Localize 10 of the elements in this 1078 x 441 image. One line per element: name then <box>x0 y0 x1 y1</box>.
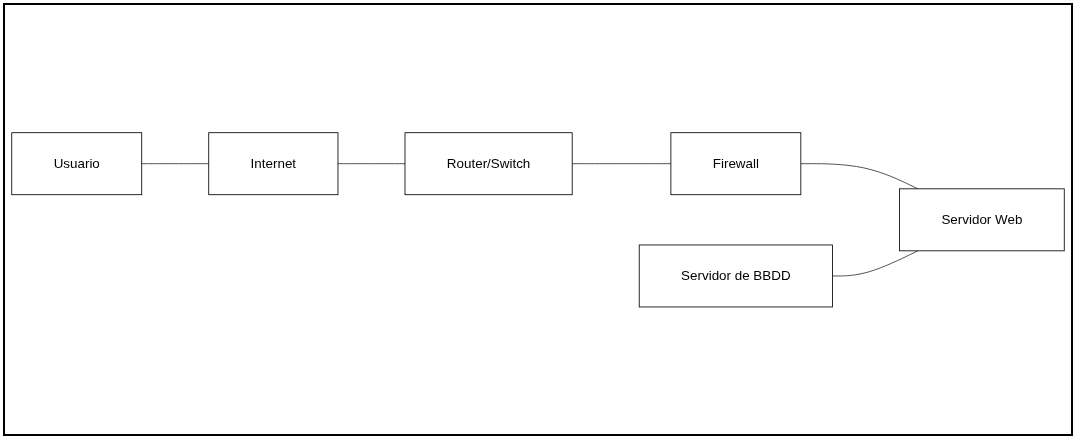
node-box: Router/Switch <box>404 131 573 195</box>
connector <box>337 162 406 164</box>
node-box: Internet <box>208 131 339 195</box>
connector <box>832 250 919 277</box>
node-box: Firewall <box>670 131 802 195</box>
node-box: Servidor de BBDD <box>638 244 833 308</box>
node-box: Servidor Web <box>899 188 1065 251</box>
node-box: Usuario <box>11 131 143 195</box>
connector <box>571 162 672 164</box>
connector <box>141 162 210 164</box>
